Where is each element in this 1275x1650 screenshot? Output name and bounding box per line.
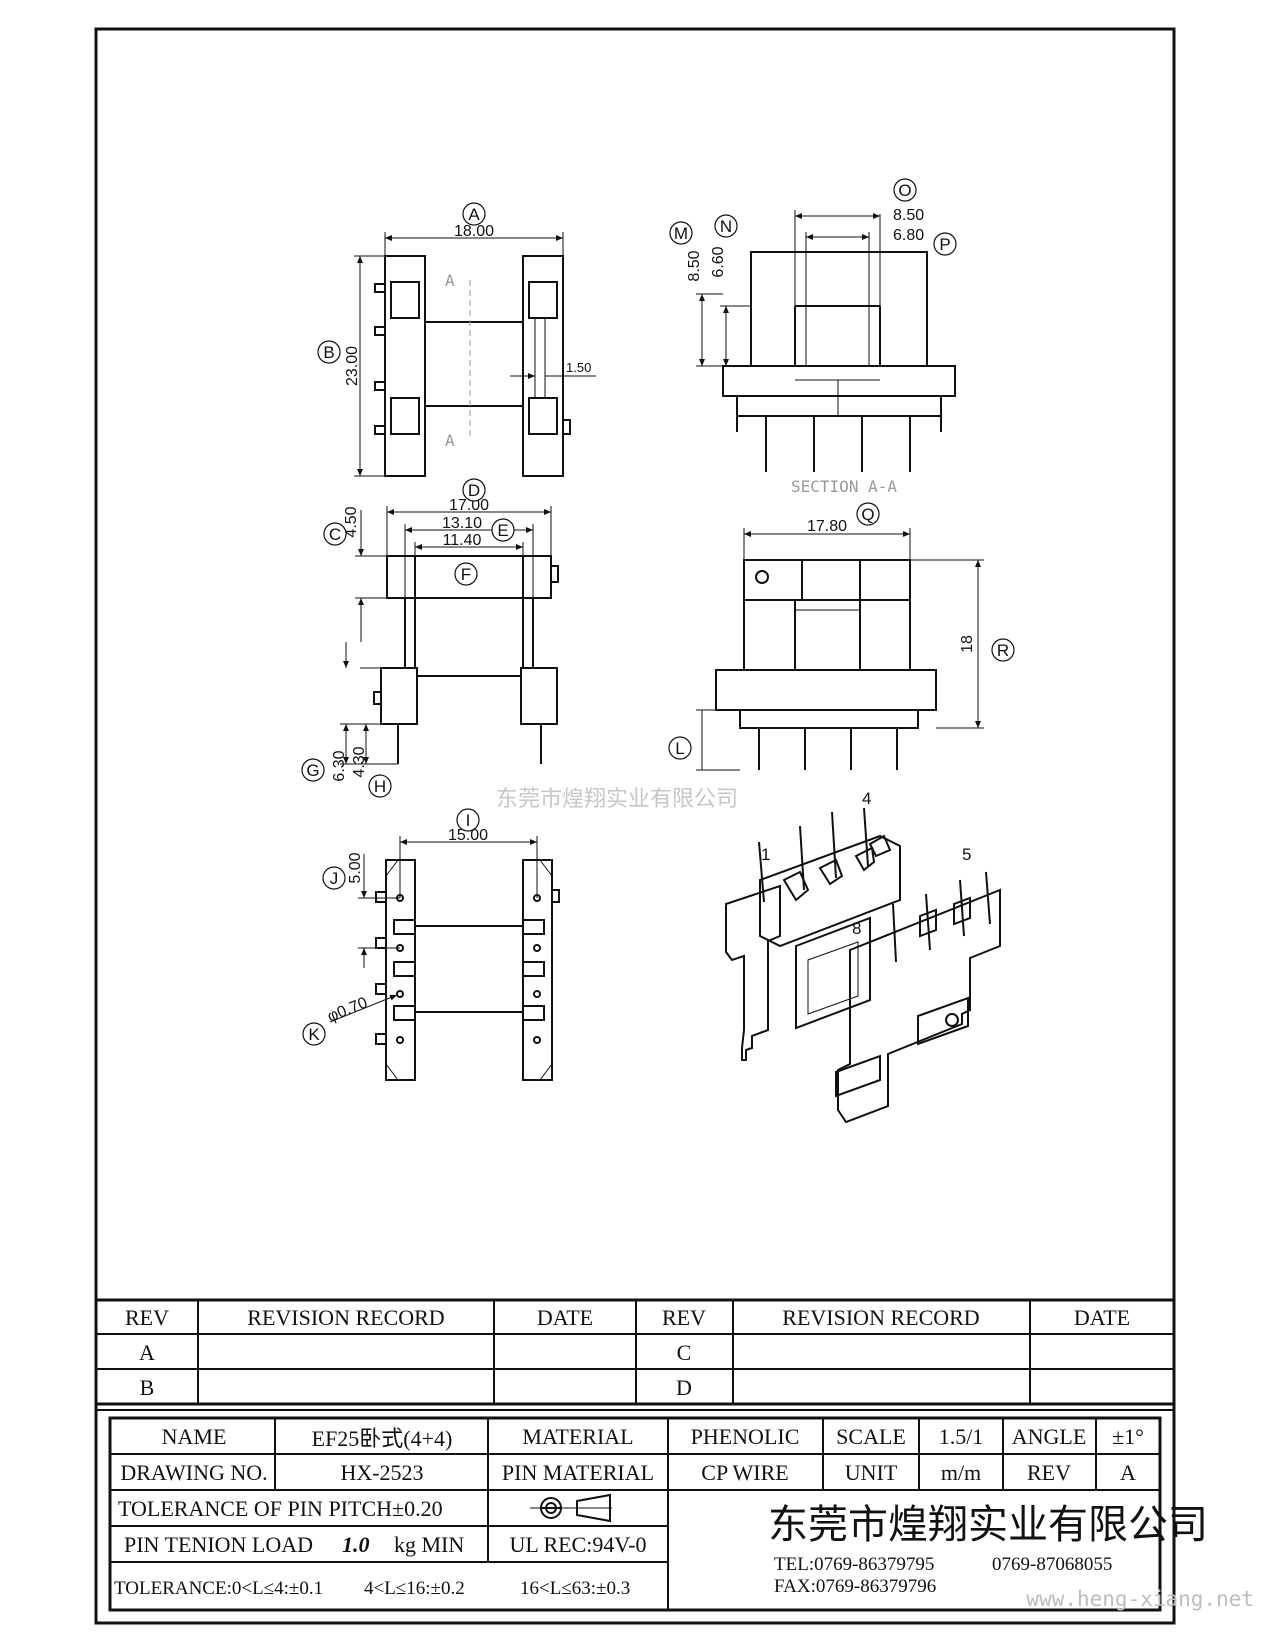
dim-h: 4.30 (351, 746, 368, 777)
callout-c: C (329, 525, 341, 544)
dim-d: 17.00 (449, 497, 489, 514)
view-isometric: 1 4 5 8 (725, 789, 1001, 1124)
callout-g: G (306, 761, 319, 780)
tolerance-range-1: TOLERANCE:0<L≤4:±0.1 (114, 1578, 323, 1599)
callout-o: O (898, 181, 911, 200)
name-value: EF25卧式(4+4) (312, 1426, 453, 1451)
dim-k: φ0.70 (325, 994, 370, 1025)
dim-e: 13.10 (442, 515, 482, 532)
rev-header-rev-1: REV (125, 1305, 169, 1330)
pin-label-8: 8 (852, 919, 861, 938)
rev-label: REV (1027, 1460, 1071, 1485)
view-top: A A 18.00 23.00 1.50 A B (317, 202, 596, 477)
company-fax: FAX:0769-86379796 (774, 1576, 936, 1597)
rev-row-d: D (676, 1375, 692, 1400)
pin-label-4: 4 (862, 789, 871, 808)
rev-row-b: B (140, 1375, 155, 1400)
rev-header-rev-2: REV (662, 1305, 706, 1330)
section-mark-bottom: A (445, 431, 455, 450)
dim-slot: 1.50 (566, 360, 591, 375)
section-mark-top: A (445, 271, 455, 290)
dim-o: 8.50 (893, 207, 924, 224)
pin-material-label: PIN MATERIAL (502, 1460, 654, 1485)
rev-header-date-2: DATE (1074, 1305, 1130, 1330)
view-side: 17.80 Q 18 R L (668, 502, 1015, 771)
name-label: NAME (162, 1424, 227, 1449)
view-section: SECTION A-A 8.50 6.80 O P 8.50 6.60 M N (669, 178, 957, 496)
view-bottom: 15.00 I 5.00 J φ0.70 K (302, 808, 560, 1081)
projection-symbol-icon (530, 1493, 612, 1523)
pin-load-value: 1.0 (342, 1532, 370, 1557)
unit-label: UNIT (845, 1460, 898, 1485)
dim-b: 23.00 (344, 346, 361, 386)
callout-q: Q (861, 505, 874, 524)
callout-k: K (308, 1025, 320, 1044)
dim-n: 6.60 (710, 246, 727, 277)
callout-p: P (939, 235, 950, 254)
company-tel: TEL:0769-86379795 (774, 1554, 934, 1575)
scale-value: 1.5/1 (939, 1424, 984, 1449)
company-tel-2: 0769-87068055 (992, 1554, 1112, 1575)
callout-h: H (374, 777, 386, 796)
dim-a: 18.00 (454, 223, 494, 240)
pin-load-prefix: PIN TENION LOAD (124, 1532, 313, 1557)
unit-value: m/m (941, 1460, 981, 1485)
rev-header-record-2: REVISION RECORD (782, 1305, 979, 1330)
dim-r: 18 (959, 635, 976, 653)
dim-q: 17.80 (807, 518, 847, 535)
title-block: NAME EF25卧式(4+4) MATERIAL PHENOLIC SCALE… (96, 1409, 1208, 1612)
dim-g: 6.30 (331, 750, 348, 781)
rev-header-date-1: DATE (537, 1305, 593, 1330)
dim-c: 4.50 (343, 506, 360, 537)
pin-pitch-tolerance: TOLERANCE OF PIN PITCH±0.20 (118, 1496, 443, 1521)
angle-value: ±1° (1112, 1424, 1144, 1449)
watermark-url: www.heng-xiang.net (1026, 1587, 1254, 1611)
watermark-company: 东莞市煌翔实业有限公司 (496, 787, 738, 812)
callout-a: A (468, 205, 480, 224)
callout-i: I (466, 811, 471, 830)
dim-i: 15.00 (448, 827, 488, 844)
pin-load-suffix: kg MIN (394, 1532, 464, 1557)
callout-j: J (330, 869, 339, 888)
material-label: MATERIAL (522, 1424, 633, 1449)
callout-f: F (461, 565, 471, 584)
dim-m: 8.50 (686, 250, 703, 281)
rev-header-record-1: REVISION RECORD (247, 1305, 444, 1330)
rev-row-a: A (139, 1340, 155, 1365)
section-label: SECTION A-A (791, 477, 897, 496)
dim-p: 6.80 (893, 227, 924, 244)
dim-f: 11.40 (443, 532, 482, 549)
callout-r: R (997, 641, 1009, 660)
rev-row-c: C (677, 1340, 692, 1365)
callout-m: M (674, 224, 688, 243)
callout-b: B (323, 343, 334, 362)
view-front: 17.00 13.10 11.40 4.50 6.30 4.30 D E F (301, 478, 559, 798)
tolerance-range-3: 16<L≤63:±0.3 (520, 1578, 630, 1599)
pin-label-1: 1 (761, 845, 770, 864)
ul-rating: UL REC:94V-0 (509, 1532, 646, 1557)
pin-label-5: 5 (962, 845, 971, 864)
angle-label: ANGLE (1012, 1424, 1087, 1449)
dim-j: 5.00 (347, 852, 364, 883)
callout-e: E (497, 521, 508, 540)
scale-label: SCALE (836, 1424, 906, 1449)
company-name: 东莞市煌翔实业有限公司 (768, 1502, 1208, 1548)
drawing-no-value: HX-2523 (340, 1460, 423, 1485)
callout-l: L (675, 739, 684, 758)
revision-table: REV REVISION RECORD DATE REV REVISION RE… (94, 1298, 1176, 1406)
pin-material-value: CP WIRE (701, 1460, 788, 1485)
drawing-no-label: DRAWING NO. (120, 1460, 267, 1485)
rev-value: A (1120, 1460, 1136, 1485)
callout-d: D (468, 481, 480, 500)
callout-n: N (720, 217, 732, 236)
tolerance-range-2: 4<L≤16:±0.2 (364, 1578, 465, 1599)
material-value: PHENOLIC (691, 1424, 800, 1449)
sheet-border (94, 27, 1176, 1625)
